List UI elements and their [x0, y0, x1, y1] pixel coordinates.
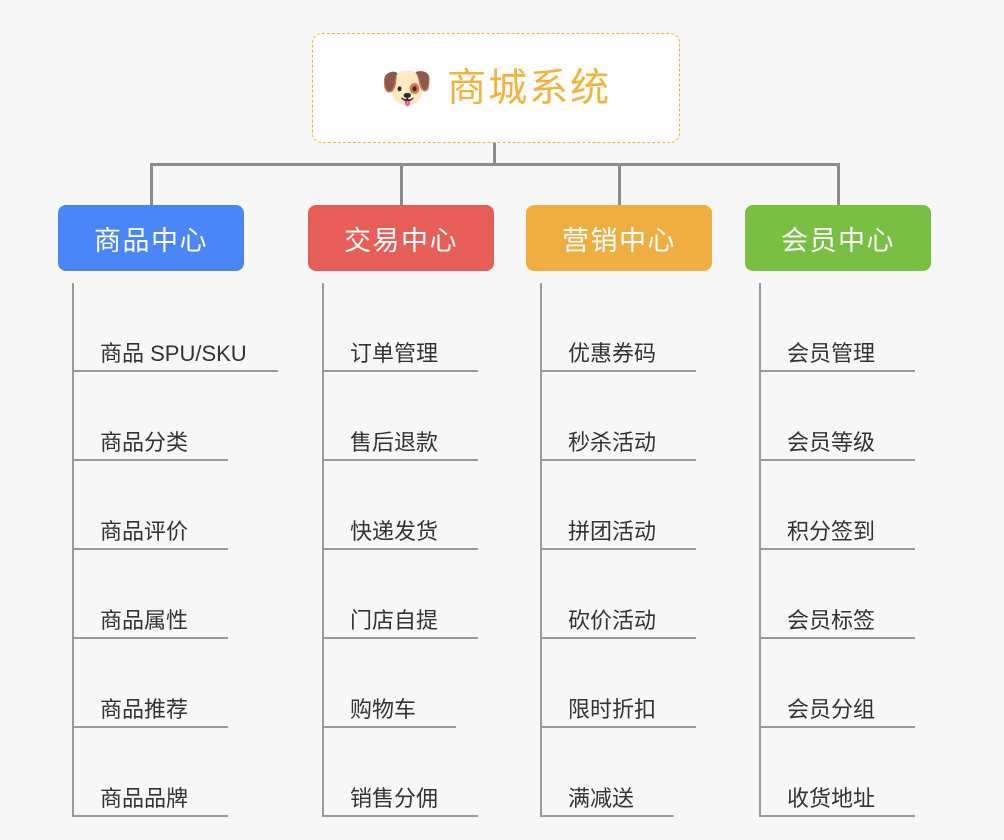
- leaf-underline: [761, 815, 915, 817]
- leaf-item[interactable]: 限时折扣: [540, 639, 712, 728]
- leaf-item[interactable]: 商品属性: [72, 550, 247, 639]
- category-header-4[interactable]: 会员中心: [745, 205, 931, 271]
- leaf-underline: [542, 370, 696, 372]
- leaf-item[interactable]: 优惠券码: [540, 283, 712, 372]
- leaf-underline: [542, 815, 674, 817]
- leaf-label: 商品分类: [100, 429, 189, 455]
- leaf-underline: [74, 726, 228, 728]
- leaf-list-1: 商品 SPU/SKU 商品分类 商品评价 商品属性 商品推荐 商品品牌: [58, 271, 278, 817]
- root-node[interactable]: 🐶 商城系统: [312, 33, 680, 143]
- leaf-underline: [324, 815, 478, 817]
- leaf-label: 优惠券码: [568, 340, 657, 366]
- leaf-label: 砍价活动: [568, 607, 657, 633]
- leaf-spine-3: [540, 283, 542, 817]
- leaf-label: 会员标签: [787, 607, 876, 633]
- leaf-label: 会员分组: [787, 696, 876, 722]
- leaf-underline: [542, 548, 696, 550]
- leaf-item[interactable]: 快递发货: [322, 461, 494, 550]
- leaf-label: 商品评价: [100, 518, 189, 544]
- category-header-1[interactable]: 商品中心: [58, 205, 244, 271]
- leaf-label: 门店自提: [350, 607, 439, 633]
- leaf-underline: [761, 637, 915, 639]
- leaf-label: 购物车: [350, 696, 417, 722]
- branch-marketing-center: 营销中心 优惠券码 秒杀活动 拼团活动 砍价活动 限时折扣: [526, 205, 712, 817]
- leaf-item[interactable]: 购物车: [322, 639, 494, 728]
- leaf-label: 售后退款: [350, 429, 439, 455]
- leaf-item[interactable]: 积分签到: [759, 461, 931, 550]
- leaf-label: 拼团活动: [568, 518, 657, 544]
- leaf-label: 满减送: [568, 785, 635, 811]
- leaf-underline: [761, 370, 915, 372]
- leaf-list-3: 优惠券码 秒杀活动 拼团活动 砍价活动 限时折扣 满减送: [526, 271, 712, 817]
- leaf-label: 会员等级: [787, 429, 876, 455]
- leaf-underline: [761, 459, 915, 461]
- leaf-label: 订单管理: [350, 340, 439, 366]
- leaf-label: 收货地址: [787, 785, 876, 811]
- leaf-underline: [74, 459, 228, 461]
- leaf-item[interactable]: 售后退款: [322, 372, 494, 461]
- leaf-item[interactable]: 秒杀活动: [540, 372, 712, 461]
- connector-drop-2: [400, 163, 403, 205]
- leaf-underline: [542, 637, 696, 639]
- branch-member-center: 会员中心 会员管理 会员等级 积分签到 会员标签 会员分组: [745, 205, 931, 817]
- leaf-underline: [324, 548, 478, 550]
- leaf-underline: [542, 459, 696, 461]
- leaf-item[interactable]: 砍价活动: [540, 550, 712, 639]
- leaf-underline: [324, 726, 456, 728]
- leaf-item[interactable]: 销售分佣: [322, 728, 494, 817]
- leaf-underline: [324, 370, 478, 372]
- leaf-item[interactable]: 收货地址: [759, 728, 931, 817]
- leaf-item[interactable]: 商品评价: [72, 461, 247, 550]
- connector-root-stem: [493, 143, 496, 165]
- leaf-label: 销售分佣: [350, 785, 439, 811]
- leaf-label: 商品 SPU/SKU: [100, 340, 247, 366]
- leaf-label: 快递发货: [350, 518, 439, 544]
- leaf-label: 商品品牌: [100, 785, 189, 811]
- leaf-underline: [324, 459, 478, 461]
- leaf-label: 会员管理: [787, 340, 876, 366]
- shiba-dog-face-icon: 🐶: [380, 64, 434, 111]
- leaf-spine-4: [759, 283, 761, 817]
- leaf-underline: [761, 726, 915, 728]
- leaf-label: 商品推荐: [100, 696, 189, 722]
- category-header-3[interactable]: 营销中心: [526, 205, 712, 271]
- leaf-underline: [74, 548, 228, 550]
- category-header-2[interactable]: 交易中心: [308, 205, 494, 271]
- leaf-item[interactable]: 满减送: [540, 728, 712, 817]
- leaf-list-4: 会员管理 会员等级 积分签到 会员标签 会员分组 收货地址: [745, 271, 931, 817]
- leaf-underline: [761, 548, 915, 550]
- leaf-item[interactable]: 会员等级: [759, 372, 931, 461]
- leaf-underline: [542, 726, 696, 728]
- connector-drop-1: [150, 163, 153, 205]
- leaf-item[interactable]: 商品推荐: [72, 639, 247, 728]
- root-title: 商城系统: [447, 66, 612, 110]
- leaf-item[interactable]: 会员分组: [759, 639, 931, 728]
- leaf-spine-1: [72, 283, 74, 817]
- connector-horizontal-bar: [150, 163, 840, 166]
- leaf-spine-2: [322, 283, 324, 817]
- leaf-item[interactable]: 商品品牌: [72, 728, 247, 817]
- leaf-label: 限时折扣: [568, 696, 657, 722]
- leaf-underline: [74, 815, 228, 817]
- leaf-underline: [324, 637, 478, 639]
- leaf-list-2: 订单管理 售后退款 快递发货 门店自提 购物车 销售分佣: [308, 271, 494, 817]
- leaf-item[interactable]: 商品分类: [72, 372, 247, 461]
- leaf-item[interactable]: 会员管理: [759, 283, 931, 372]
- leaf-label: 秒杀活动: [568, 429, 657, 455]
- leaf-item[interactable]: 拼团活动: [540, 461, 712, 550]
- leaf-underline: [74, 637, 228, 639]
- branch-trade-center: 交易中心 订单管理 售后退款 快递发货 门店自提 购物车: [308, 205, 494, 817]
- leaf-label: 商品属性: [100, 607, 189, 633]
- connector-drop-4: [837, 163, 840, 205]
- leaf-underline: [74, 370, 278, 372]
- leaf-item[interactable]: 商品 SPU/SKU: [72, 283, 278, 372]
- leaf-label: 积分签到: [787, 518, 876, 544]
- leaf-item[interactable]: 订单管理: [322, 283, 494, 372]
- leaf-item[interactable]: 门店自提: [322, 550, 494, 639]
- connector-drop-3: [618, 163, 621, 205]
- branch-product-center: 商品中心 商品 SPU/SKU 商品分类 商品评价 商品属性 商品推荐: [58, 205, 278, 817]
- leaf-item[interactable]: 会员标签: [759, 550, 931, 639]
